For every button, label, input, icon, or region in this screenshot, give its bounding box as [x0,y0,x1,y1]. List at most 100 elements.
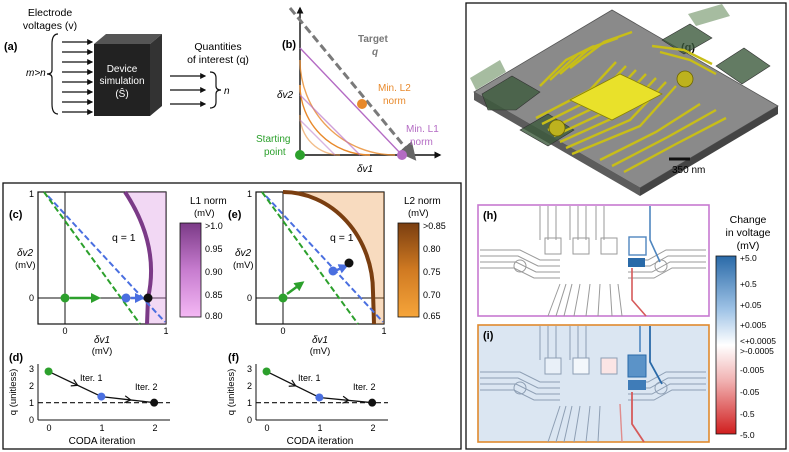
target-label-2: q [372,47,378,58]
f-iter1-label: Iter. 1 [298,373,321,383]
voltage-colorbar [715,255,737,435]
voltage-tick-2: +0.05 [740,300,762,310]
min-l2-point [357,99,367,109]
voltage-tick-0: +5.0 [740,253,757,263]
e-cbar-tick-0: >0.85 [423,221,446,231]
f-ytick-2: 2 [247,381,252,391]
i-red-lead-2 [619,403,623,443]
panel-i-label: (i) [483,330,494,342]
panel-f-label: (f) [228,352,239,364]
input-brace [46,33,59,115]
e-xtick-1: 1 [381,326,386,336]
f-xtick-1: 1 [317,423,322,433]
d-iteration-arrowhead-1 [70,379,79,387]
c-cbar-tick-3: 0.85 [205,290,223,300]
panel-f: (f) 3 2 1 0 0 1 2 q (unitless) CODA iter… [226,352,388,447]
f-iteration-arrowhead-2 [342,395,350,404]
i-plunger-change [628,380,646,390]
voltage-cbar-title-3: (mV) [737,240,760,252]
chip-side-right [640,106,778,196]
b-axis-x-label: δv1 [357,164,373,175]
e-plot-area [255,191,385,325]
start-label-1: Starting [256,134,290,145]
f-ylabel: q (unitless) [226,369,237,415]
e-cbar-tick-1: 0.80 [423,244,441,254]
h-plunger-change [628,258,645,267]
e-xlabel-2: (mV) [310,346,331,357]
d-ytick-1: 1 [29,398,34,408]
start-label-2: point [264,147,286,158]
e-xtick-0: 0 [280,326,285,336]
voltage-tick-8: -0.5 [740,409,755,419]
voltage-tick-9: -5.0 [740,430,755,440]
gate-pad-right [715,47,771,85]
i-red-lead [631,392,645,443]
voltage-tick-7: -0.05 [740,387,760,397]
d-xtick-0: 0 [46,423,51,433]
e-start-point [278,293,288,303]
l2-contours [299,59,396,156]
c-colorbar [179,222,202,318]
panel-g: (g) 350 nm [470,4,779,196]
d-iter1-label: Iter. 1 [80,373,103,383]
panel-e: (e) q = 1 1 0 0 1 δv2 (mV) δv1 (mV) L2 n… [228,189,446,357]
panel-h: (h) [477,204,710,317]
c-xlabel-2: (mV) [92,346,113,357]
i-blue-lead [649,326,663,385]
c-q-label: q = 1 [112,232,136,244]
panel-b: (b) Target q Min. L2 norm Min. L1 norm S… [256,6,442,175]
c-xtick-1: 1 [163,326,168,336]
e-cbar-tick-4: 0.65 [423,311,441,321]
panel-i: (i) [477,324,710,443]
f-point-iteration-0 [262,367,271,376]
block-label-3: (Ŝ) [115,87,128,100]
ohmic-right [688,4,730,26]
panel-d: (d) 3 2 1 0 0 1 2 q (unitless) CODA iter… [8,352,170,447]
c-xlabel-1: δv1 [94,335,110,346]
voltage-tick-1: +0.5 [740,279,757,289]
f-xtick-2: 2 [370,423,375,433]
i-target-gate [627,354,647,378]
block-label-2: simulation [99,76,144,87]
target-line [288,7,417,161]
h-target-gate [628,236,647,256]
e-cbar-tick-2: 0.75 [423,267,441,277]
e-blue-line [265,195,384,323]
c-cbar-tick-0: >1.0 [205,221,223,231]
h-blue-lead [649,206,661,263]
e-colorbar [397,222,420,318]
right-panels-frame [465,2,787,450]
plunger-gate-array [569,73,663,121]
e-cbar-title-2: (mV) [408,208,429,219]
d-point-iteration-2 [150,398,159,407]
voltage-cbar-title-1: Change [730,214,767,226]
d-iteration-segment-2 [101,395,155,404]
e-xlabel-1: δv1 [312,335,328,346]
h-red-lead [631,268,647,317]
e-l2-contour [282,190,376,325]
gate-pad-left-lower [481,75,541,111]
f-iteration-segment-2 [319,396,373,404]
block-label-1: Device [107,64,138,75]
sensor-dot-right [676,70,694,88]
sensor-dot-left [548,119,566,137]
d-ylabel: q (unitless) [8,369,19,415]
f-iteration-segment-1 [266,370,320,399]
output-title-2: of interest (q) [187,54,249,66]
min-l1-label-1: Min. L1 [406,124,439,135]
f-iteration-arrowhead-1 [288,379,297,387]
f-ytick-1: 1 [247,398,252,408]
voltage-tick-5: >-0.0005 [740,346,774,356]
d-xtick-2: 2 [152,423,157,433]
f-xtick-0: 0 [264,423,269,433]
c-iter1-point [121,293,131,303]
voltage-colorbar-group: Change in voltage (mV) +5.0 +0.5 +0.05 +… [715,214,776,440]
b-axis-y-label: δv2 [277,90,294,101]
m-label: m>n [26,68,46,79]
d-ytick-2: 2 [29,381,34,391]
output-brace [209,71,222,109]
c-start-point [60,293,70,303]
panel-c-label: (c) [9,209,23,221]
l1-contours [299,47,403,156]
